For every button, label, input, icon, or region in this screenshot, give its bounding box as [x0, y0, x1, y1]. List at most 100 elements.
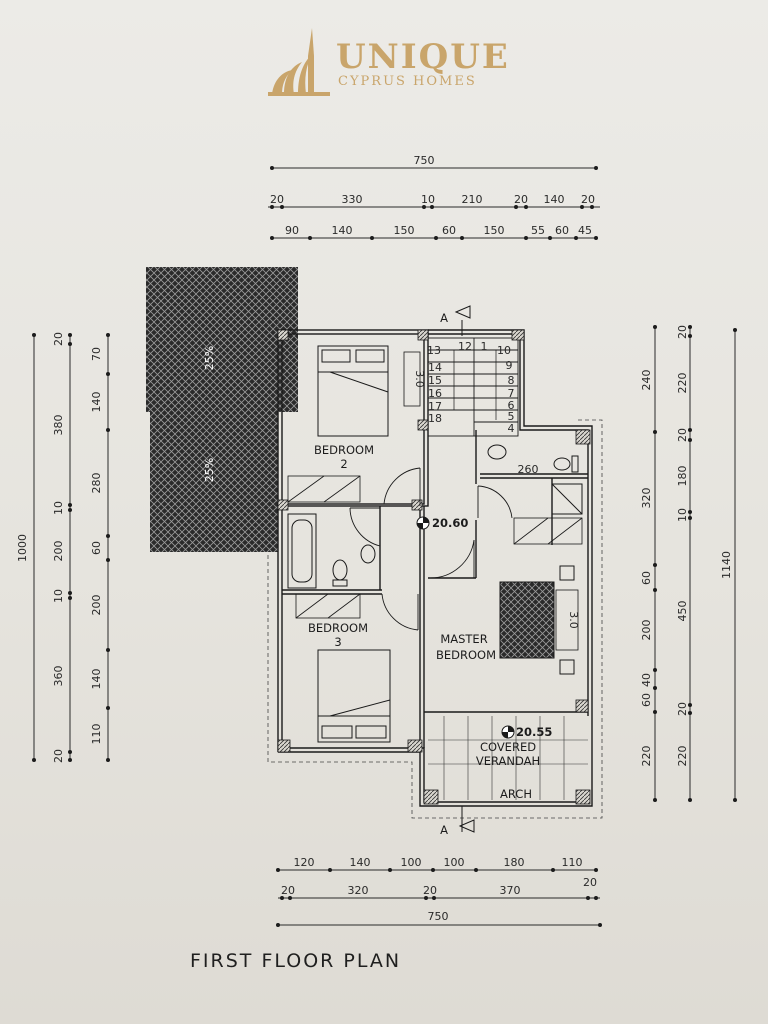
- bottom-dim: 20: [423, 884, 437, 897]
- bottom-overall-dim: 750: [428, 910, 449, 923]
- level-marker-verandah: 20.55: [501, 725, 552, 739]
- stair-number: 13: [427, 344, 441, 357]
- right-dim: 450: [676, 601, 689, 622]
- sink-icon: [487, 444, 507, 460]
- left-dim: 70: [90, 347, 103, 361]
- bottom-dim: 20: [281, 884, 295, 897]
- staircase: [427, 337, 519, 437]
- plan-title: FIRST FLOOR PLAN: [190, 950, 402, 972]
- bottom-dim: 100: [444, 856, 465, 869]
- stair-number: 17: [428, 400, 442, 413]
- room-label-bedroom-3: BEDROOM: [308, 621, 368, 635]
- roof-slope-label: 25%: [203, 458, 216, 482]
- bottom-dim: 110: [562, 856, 583, 869]
- top-dim: 90: [285, 224, 299, 237]
- stair-number: 4: [508, 422, 515, 435]
- left-dim: 200: [52, 541, 65, 562]
- bottom-dim: 120: [294, 856, 315, 869]
- top-dim: 45: [578, 224, 592, 237]
- left-dim: 20: [52, 332, 65, 346]
- shower-icon: [551, 483, 583, 515]
- left-overall-dim: 1000: [16, 534, 29, 562]
- top-dim: 140: [544, 193, 565, 206]
- left-dim: 140: [90, 669, 103, 690]
- top-dim: 55: [531, 224, 545, 237]
- right-dim: 10: [676, 508, 689, 522]
- wardrobe-height-label: 3.0: [567, 611, 580, 629]
- verandah-tiles: [428, 716, 588, 800]
- toilet-icon: [553, 457, 571, 471]
- top-dim: 20: [581, 193, 595, 206]
- stair-number: 10: [497, 344, 511, 357]
- right-dim: 220: [676, 746, 689, 767]
- toilet-icon: [332, 559, 348, 581]
- room-label-covered: COVERED: [480, 740, 536, 754]
- section-marker-top: A: [440, 305, 471, 336]
- right-dim: 20: [676, 325, 689, 339]
- logo-mark-icon: [268, 28, 330, 96]
- right-dim: 320: [640, 488, 653, 509]
- left-dim: 20: [52, 749, 65, 763]
- right-overall-dim: 1140: [720, 551, 733, 579]
- left-dim: 200: [90, 595, 103, 616]
- logo-wordmark: UNIQUE: [336, 37, 510, 77]
- top-dim: 20: [270, 193, 284, 206]
- right-dim: 40: [640, 673, 653, 687]
- left-dim: 360: [52, 666, 65, 687]
- section-label: A: [440, 311, 448, 325]
- room-label-bedroom-2: BEDROOM: [314, 443, 374, 457]
- right-dim: 200: [640, 620, 653, 641]
- right-dim: 20: [676, 428, 689, 442]
- bottom-dim: 20: [583, 876, 597, 889]
- top-dim: 210: [462, 193, 483, 206]
- left-dim: 280: [90, 473, 103, 494]
- room-label-verandah: VERANDAH: [476, 754, 540, 768]
- top-dim: 330: [342, 193, 363, 206]
- stair-number: 6: [508, 399, 515, 412]
- top-dim: 150: [484, 224, 505, 237]
- wardrobe-height-label: 3.0: [413, 370, 426, 388]
- bathtub-icon: [287, 513, 317, 589]
- left-dim: 10: [52, 501, 65, 515]
- roof-tiles-lower: [150, 412, 278, 552]
- level-label: 20.60: [432, 516, 468, 530]
- top-dim: 60: [442, 224, 456, 237]
- bottom-dim: 370: [500, 884, 521, 897]
- stair-number: 1: [481, 340, 488, 353]
- wc-width-label: 260: [518, 463, 539, 476]
- bed-bedroom-2-icon: [317, 345, 389, 437]
- top-dim: 60: [555, 224, 569, 237]
- top-overall-dim: 750: [414, 154, 435, 167]
- stair-number: 8: [508, 374, 515, 387]
- stair-number: 12: [458, 340, 472, 353]
- left-dim: 10: [52, 589, 65, 603]
- room-label-bedroom-3-number: 3: [334, 635, 341, 649]
- roof-tiles-upper: [146, 267, 298, 412]
- top-dim: 150: [394, 224, 415, 237]
- room-label-master: MASTER: [440, 632, 487, 646]
- bottom-dim: 100: [401, 856, 422, 869]
- stair-number: 5: [508, 410, 515, 423]
- left-dim: 380: [52, 415, 65, 436]
- left-dim: 110: [90, 724, 103, 745]
- bed-master-icon: [499, 565, 575, 675]
- room-label-arch: ARCH: [500, 787, 532, 801]
- left-dim: 60: [90, 541, 103, 555]
- stair-number: 16: [428, 387, 442, 400]
- bottom-dim: 140: [350, 856, 371, 869]
- room-label-master-bedroom: BEDROOM: [436, 648, 496, 662]
- bottom-dim: 320: [348, 884, 369, 897]
- right-dim: 240: [640, 370, 653, 391]
- right-dim: 20: [676, 702, 689, 716]
- right-dim: 180: [676, 466, 689, 487]
- top-dim: 20: [514, 193, 528, 206]
- bottom-dim: 180: [504, 856, 525, 869]
- stair-number: 14: [428, 361, 442, 374]
- left-dim: 140: [90, 392, 103, 413]
- stair-number: 15: [428, 374, 442, 387]
- right-dim: 220: [676, 373, 689, 394]
- stair-number: 9: [506, 359, 513, 372]
- section-label: A: [440, 823, 448, 837]
